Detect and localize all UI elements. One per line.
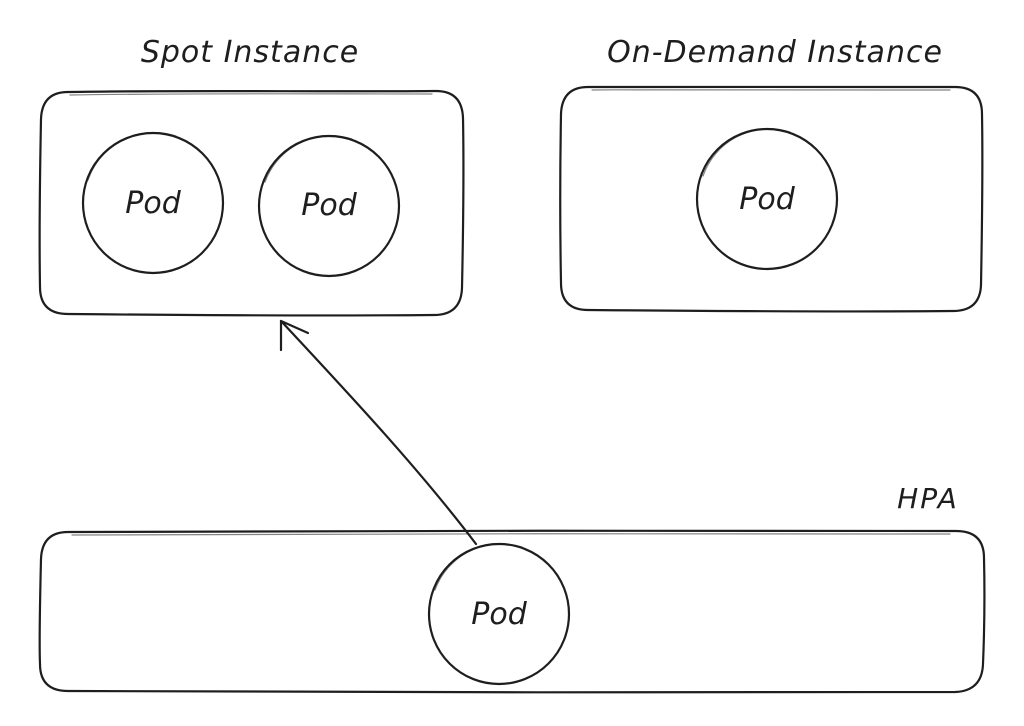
on-demand-instance-title: On-Demand Instance (607, 35, 943, 70)
spot-instance-box (38, 89, 465, 317)
on-demand-pod-label: Pod (739, 182, 795, 217)
scale-arrow-head (279, 319, 310, 352)
spot-pod-1-circle (81, 131, 225, 275)
hpa-title: HPA (897, 482, 959, 515)
spot-pod-2-label: Pod (301, 188, 357, 223)
hpa-pod-label: Pod (471, 597, 527, 632)
on-demand-instance-group: On-Demand Instance Pod (559, 35, 984, 313)
spot-instance-group: Spot Instance Pod Pod (38, 35, 465, 317)
spot-instance-title: Spot Instance (141, 35, 359, 70)
on-demand-instance-box (559, 85, 984, 313)
hpa-box (38, 529, 986, 694)
spot-pod-1-label: Pod (125, 186, 181, 221)
hpa-group: HPA Pod (38, 482, 986, 694)
scale-arrow-line (279, 319, 478, 546)
scale-arrow (279, 319, 478, 546)
